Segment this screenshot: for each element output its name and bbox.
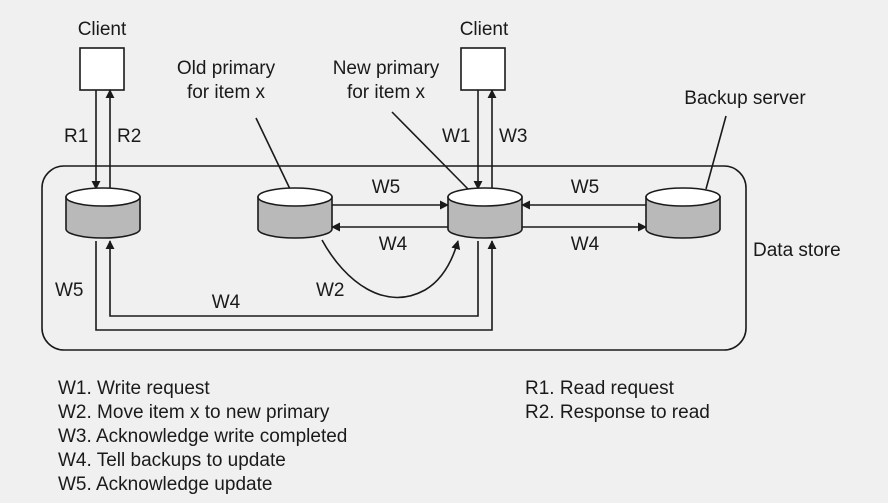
r2-label: R2 xyxy=(117,126,141,147)
w2-label: W2 xyxy=(316,280,345,301)
old-primary-label-line2: for item x xyxy=(187,82,266,103)
w3-label: W3 xyxy=(499,126,528,147)
legend-r2: R2. Response to read xyxy=(525,402,710,423)
new-primary-label-line2: for item x xyxy=(347,82,426,103)
w5-left-arrow xyxy=(95,240,497,331)
w5-backup-label: W5 xyxy=(571,177,600,198)
data-store-boundary xyxy=(41,165,747,351)
legend-w3: W3. Acknowledge write completed xyxy=(58,426,347,447)
w4-old-label: W4 xyxy=(379,234,408,255)
w5-left-label: W5 xyxy=(55,280,84,301)
legend: W1. Write request W2. Move item x to new… xyxy=(58,378,710,495)
w4-bottom-label: W4 xyxy=(212,292,241,313)
left-backup-cylinder xyxy=(65,187,141,239)
legend-w1: W1. Write request xyxy=(58,378,210,399)
legend-w4: W4. Tell backups to update xyxy=(58,450,286,471)
w1-label: W1 xyxy=(442,126,471,147)
client-left-box xyxy=(79,47,125,91)
client-right-box xyxy=(460,47,506,91)
new-primary-callout xyxy=(391,111,469,190)
w5-old-label: W5 xyxy=(372,177,401,198)
old-primary-callout xyxy=(255,117,291,190)
data-store-label: Data store xyxy=(753,240,841,261)
w4-bottom-arrow xyxy=(105,240,479,317)
legend-w5: W5. Acknowledge update xyxy=(58,474,272,495)
client-left-label: Client xyxy=(78,19,127,40)
backup-server-cylinder xyxy=(645,187,721,239)
old-primary-label-line1: Old primary xyxy=(177,58,276,79)
old-primary-cylinder xyxy=(257,187,333,239)
w2-arrow xyxy=(321,239,461,299)
new-primary-label-line1: New primary xyxy=(333,58,440,79)
client-right-label: Client xyxy=(460,19,509,40)
backup-server-label: Backup server xyxy=(684,88,806,109)
legend-r1: R1. Read request xyxy=(525,378,675,399)
w4-backup-label: W4 xyxy=(571,234,600,255)
legend-w2: W2. Move item x to new primary xyxy=(58,402,330,423)
new-primary-cylinder xyxy=(447,187,523,239)
backup-server-callout xyxy=(705,115,727,190)
r1-label: R1 xyxy=(64,126,88,147)
